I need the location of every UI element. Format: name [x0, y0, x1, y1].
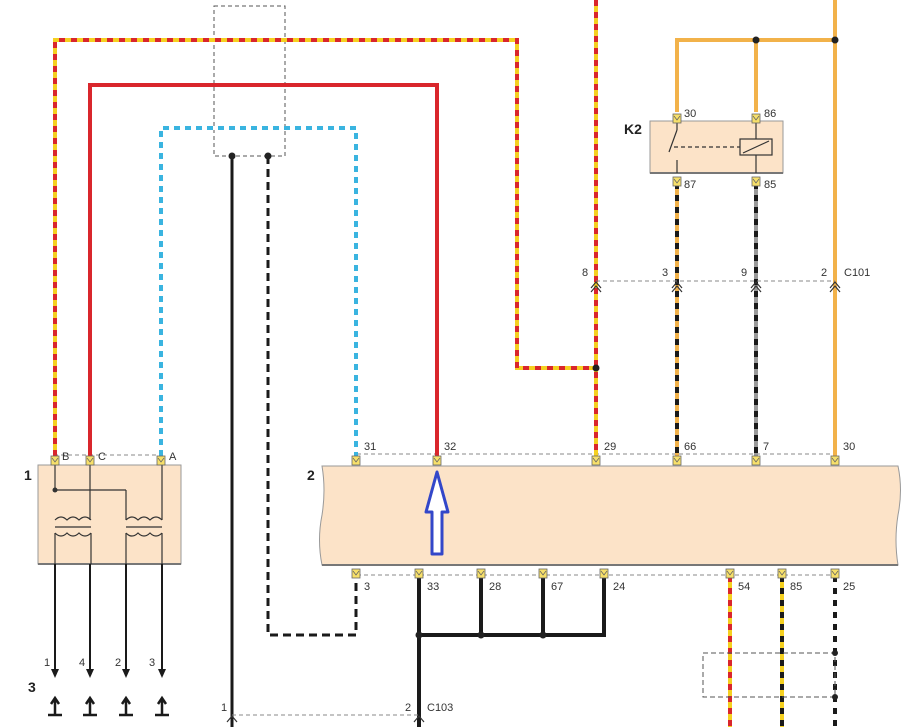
pin-terminal [156, 455, 166, 466]
wire-orange [675, 0, 837, 456]
wire-blue-white [159, 126, 358, 456]
module-bottom-pin: 85 [790, 581, 802, 593]
pointer-arrow-icon [424, 470, 450, 556]
module-2-label: 2 [307, 467, 315, 483]
pin-terminal [672, 455, 682, 466]
pin-terminal [351, 455, 361, 466]
pin-terminal [538, 568, 548, 579]
pin-terminal [830, 455, 840, 466]
component-3-pin: 2 [115, 657, 121, 669]
pin-terminal [50, 455, 60, 466]
lead-arrow-icon [51, 669, 166, 678]
module-bottom-pin: 24 [613, 581, 625, 593]
component-3-pin: 1 [44, 657, 50, 669]
module-bottom-pin: 25 [843, 581, 855, 593]
pin-terminals [50, 113, 840, 579]
relay-pin: 85 [764, 179, 776, 191]
pin-terminal [599, 568, 609, 579]
sensor-pin-a: A [169, 451, 177, 463]
sensor-pin-b: B [62, 451, 69, 463]
module-top-pin: 66 [684, 441, 696, 453]
pin-terminal [672, 176, 682, 187]
module-top-pin: 7 [763, 441, 769, 453]
c101-pin: 3 [662, 267, 668, 279]
module-bottom-pin: 3 [364, 581, 370, 593]
pin-terminal [476, 568, 486, 579]
wire-red-yellow [53, 0, 598, 456]
sensor-1-body [37, 464, 182, 565]
pin-terminal [751, 176, 761, 187]
sensor-1-label: 1 [24, 467, 32, 483]
shield-box [213, 5, 286, 157]
module-top-pin: 31 [364, 441, 376, 453]
c103-label: C103 [427, 702, 453, 714]
module-2-body [319, 465, 901, 566]
sensor-leads [54, 564, 163, 675]
c103-pin: 1 [221, 702, 227, 714]
pin-terminal [777, 568, 787, 579]
module-bottom-pin: 67 [551, 581, 563, 593]
wire-black-white [266, 156, 358, 637]
pin-terminal [351, 568, 361, 579]
sensor-pin-c: C [98, 451, 106, 463]
module-bottom-pin: 33 [427, 581, 439, 593]
connector-chevron-icon [590, 281, 841, 293]
pin-terminal [591, 455, 601, 466]
shield-box-bottom [702, 652, 836, 698]
wire-red [88, 83, 439, 456]
pin-terminal [751, 113, 761, 124]
pin-terminal [432, 455, 442, 466]
c103-chevron-icon [226, 715, 425, 723]
component-3-label: 3 [28, 679, 36, 695]
component-3-pin: 3 [149, 657, 155, 669]
c101-pin: 8 [582, 267, 588, 279]
pin-terminal [672, 113, 682, 124]
pin-terminal [751, 455, 761, 466]
module-top-pin: 30 [843, 441, 855, 453]
c101-pin: 2 [821, 267, 827, 279]
module-bottom-pin: 54 [738, 581, 750, 593]
c101-pin: 9 [741, 267, 747, 279]
module-top-pin: 32 [444, 441, 456, 453]
ground-terminal-icon [48, 695, 169, 717]
relay-k2-label: K2 [624, 121, 642, 137]
relay-pin: 86 [764, 108, 776, 120]
relay-pin: 30 [684, 108, 696, 120]
component-3-pin: 4 [79, 657, 85, 669]
c103-pin: 2 [405, 702, 411, 714]
pin-terminal [830, 568, 840, 579]
pin-terminal [414, 568, 424, 579]
pin-terminal [725, 568, 735, 579]
relay-pin: 87 [684, 179, 696, 191]
module-top-pin: 29 [604, 441, 616, 453]
relay-coil-icon [668, 121, 773, 173]
pin-terminal [85, 455, 95, 466]
coil-icon [54, 465, 163, 564]
c101-label: C101 [844, 267, 870, 279]
module-bottom-pin: 28 [489, 581, 501, 593]
